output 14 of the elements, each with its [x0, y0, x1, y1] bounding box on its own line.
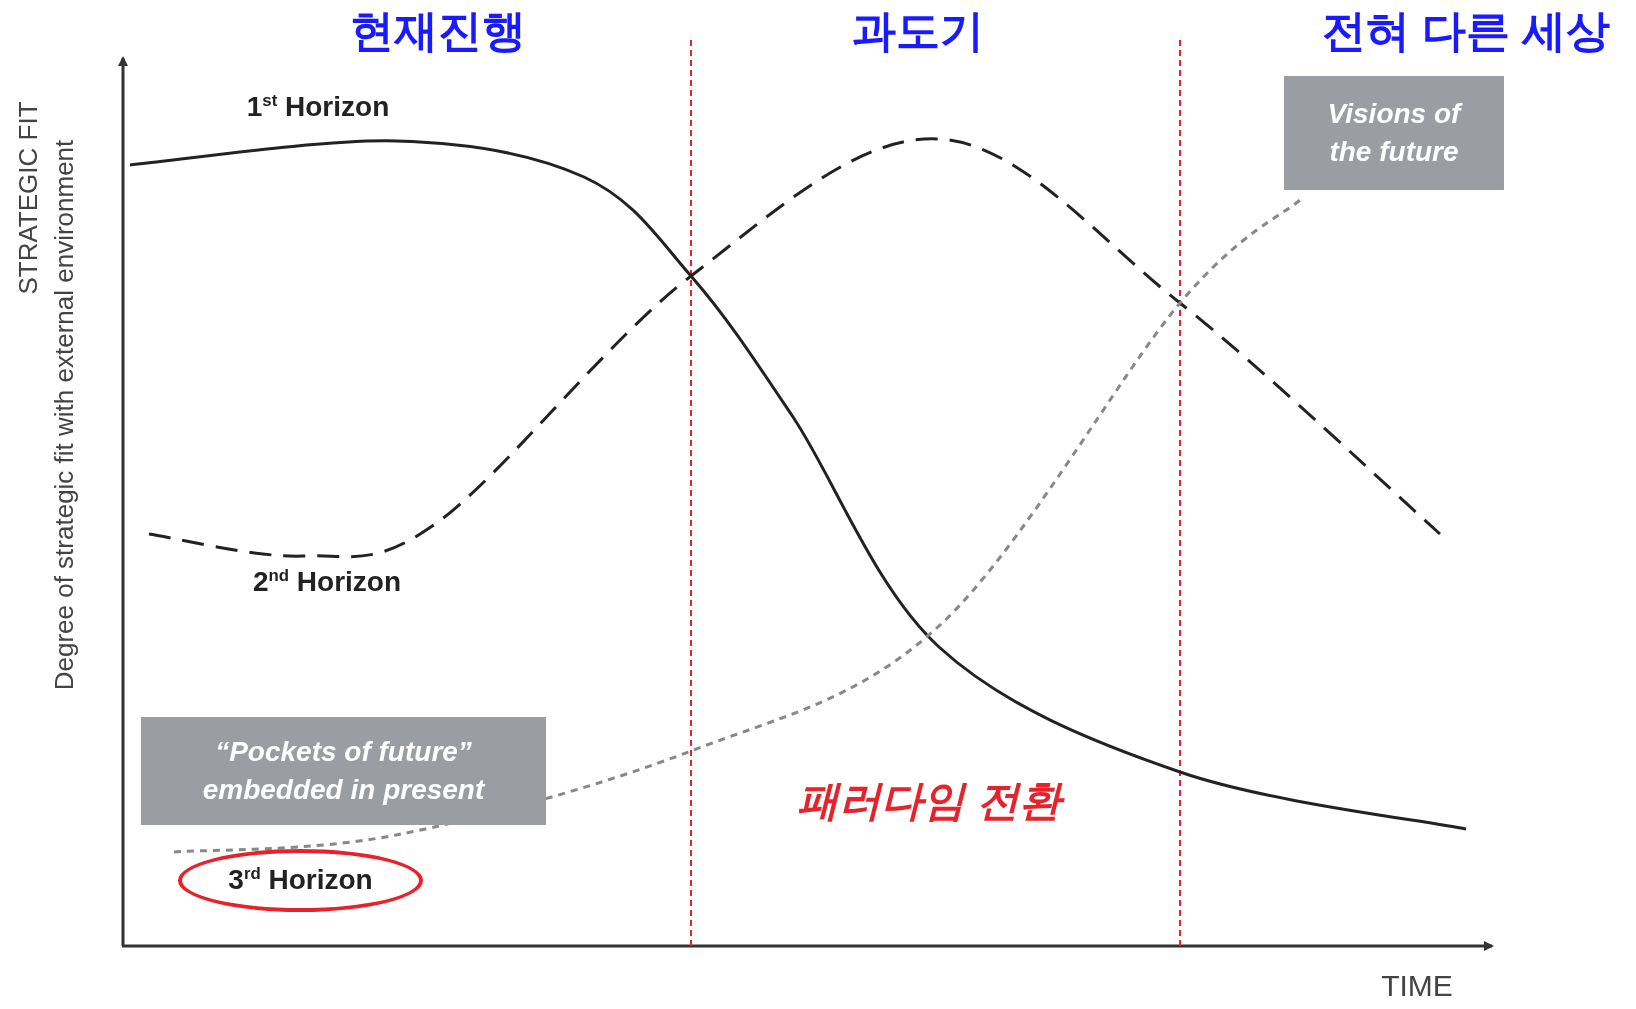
section-heading: 현재진행	[350, 4, 526, 57]
axis-title: Degree of strategic fit with external environment	[48, 139, 80, 691]
highlight-ellipse	[178, 849, 423, 912]
callout-box	[141, 717, 546, 825]
callout-text: “Pockets of future” embedded in present	[201, 735, 487, 807]
curve-label: 2$^{nd}$ Horizon	[252, 565, 402, 599]
callout-text: Visions of the future	[1326, 97, 1464, 169]
axis-title: STRATEGIC FIT	[12, 101, 44, 295]
axis-title: TIME	[1381, 969, 1453, 1003]
curve-label: 3$^{rd}$ Horizon	[228, 864, 373, 897]
curve-label: 1$^{st}$ Horizon	[246, 90, 390, 124]
section-heading: 과도기	[852, 4, 984, 57]
section-heading: 전혀 다른 세상	[1321, 4, 1611, 57]
callout-box	[1284, 76, 1504, 190]
